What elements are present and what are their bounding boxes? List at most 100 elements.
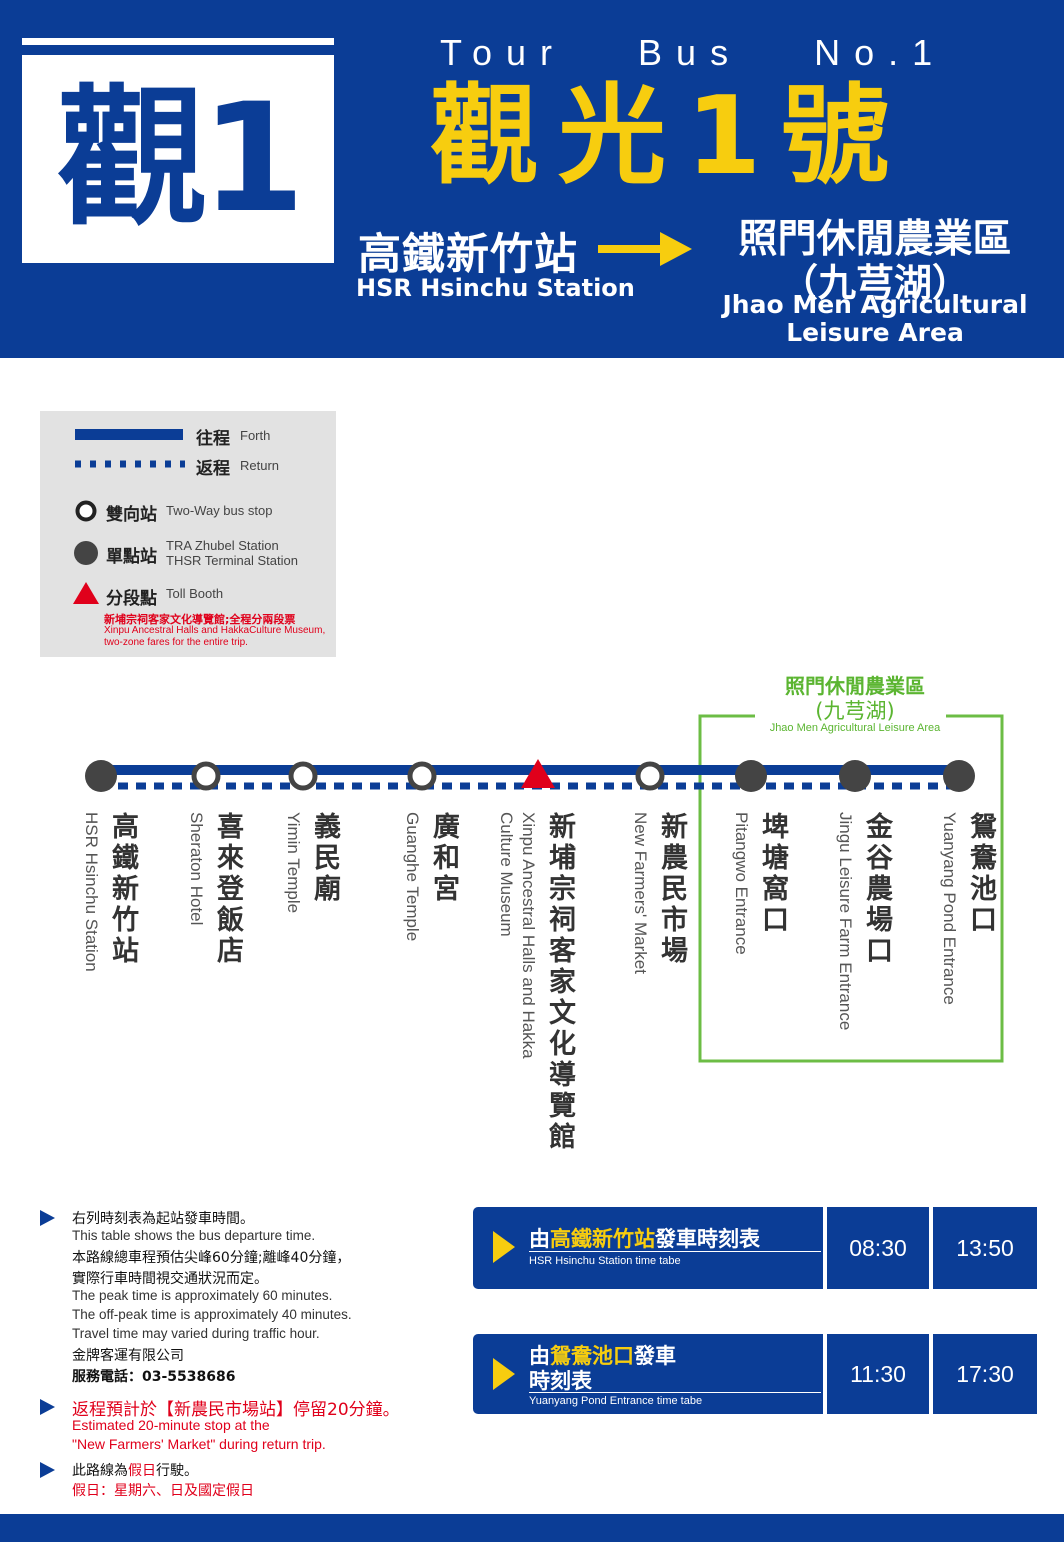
title-english: Tour Bus No.1 (440, 32, 947, 73)
legend-toll-note-en-2: two-zone fares for the entire trip. (104, 637, 248, 648)
timetable-time-cell: 17:30 (933, 1334, 1037, 1414)
note-return-stop-en-2: "New Farmers' Market" during return trip… (72, 1436, 326, 1452)
note-duration-en-1: The peak time is approximately 60 minute… (72, 1288, 333, 1303)
note-holiday-c: 行駛。 (156, 1463, 198, 1479)
filled-circle-icon (74, 541, 98, 565)
header-rule (22, 38, 334, 45)
footer-bar (0, 1514, 1064, 1542)
stop-markers (85, 759, 975, 792)
timetable-title-yuanyang-b: 發車 (634, 1344, 676, 1368)
arrow-right-icon (598, 232, 692, 266)
origin-name-zh: 高鐵新竹站 (358, 230, 578, 280)
timetable-title-yuanyang: 由鴛鴦池口發車 (529, 1340, 676, 1370)
stop-name-en: New Farmers' Market (631, 812, 650, 974)
two-way-stop-marker (407, 761, 437, 791)
stop-name-en: HSR Hsinchu Station (82, 812, 101, 972)
stop-name-en: Yuanyang Pond Entrance (940, 812, 959, 1005)
header-banner: 觀1 Tour Bus No.1 觀光1號 高鐵新竹站 HSR Hsinchu … (0, 0, 1064, 358)
legend-toll-note-zh: 新埔宗祠客家文化導覽館;全程分兩段票 (104, 613, 296, 626)
route-badge: 觀1 (22, 55, 334, 263)
legend-single-en-2: THSR Terminal Station (166, 553, 298, 568)
origin-name-en: HSR Hsinchu Station (356, 274, 635, 302)
single-stop-marker (735, 760, 767, 792)
stop-name-zh: 高鐵新竹站 (107, 812, 138, 967)
legend-single-en-1: TRA Zhubel Station (166, 538, 279, 553)
stop-name-en: Jingu Leisure Farm Entrance (836, 812, 855, 1031)
timetable-title-hsr-b: 發車時刻表 (655, 1227, 760, 1251)
timetable-time-cell: 11:30 (827, 1334, 929, 1414)
timetable-time-cell: 08:30 (827, 1207, 929, 1289)
red-triangle-icon (73, 582, 99, 604)
destination-name-en-2: Leisure Area (786, 318, 964, 347)
legend-return-en: Return (240, 458, 280, 473)
legend-single-zh: 單點站 (106, 547, 157, 567)
forth-line-icon (75, 429, 183, 440)
route-map (85, 714, 1004, 1063)
note-duration-en-3: Travel time may varied during traffic ho… (72, 1326, 320, 1341)
timetable-title-hsr-a: 由 (529, 1227, 550, 1251)
service-phone: 服務電話：03-5538686 (72, 1369, 236, 1385)
stop-name-zh: 義民廟 (309, 812, 340, 905)
two-way-stop-marker (635, 761, 665, 791)
timetable-time-cell: 13:50 (933, 1207, 1037, 1289)
stop-name-zh: 新農民市場 (656, 812, 687, 967)
timetable-title-yuanyang-hl: 鴛鴦池口 (550, 1344, 634, 1368)
stop-name-en: Pitangwo Entrance (732, 812, 751, 955)
note-holiday-a: 此路線為 (72, 1463, 128, 1479)
legend-twoway-zh: 雙向站 (106, 505, 157, 525)
open-circle-icon (75, 500, 97, 522)
single-stop-marker (839, 760, 871, 792)
yellow-triangle-icon (493, 1231, 515, 1263)
stop-name-zh: 廣和宮 (428, 812, 459, 905)
return-dashed-line-icon (75, 460, 185, 468)
legend-toll-en: Toll Booth (166, 586, 224, 601)
area-label-en: Jhao Men Agricultural Leisure Area (769, 722, 941, 734)
note-return-stop-zh: 返程預計於【新農民市場站】停留20分鐘。 (72, 1400, 400, 1420)
legend-twoway-en: Two-Way bus stop (166, 503, 273, 518)
timetable-header-yuanyang: 由鴛鴦池口發車 時刻表 Yuanyang Pond Entrance time … (473, 1334, 823, 1414)
destination-alias-zh: （九芎湖） (779, 261, 970, 305)
note-return-stop-en-1: Estimated 20-minute stop at the (72, 1417, 270, 1433)
stop-name-en: Yimin Temple (284, 812, 303, 914)
legend-return-zh: 返程 (196, 459, 230, 479)
stop-name-zh: 埤塘窩口 (757, 812, 788, 936)
legend-toll-zh: 分段點 (106, 589, 157, 609)
stop-name-zh: 新埔宗祠客家文化導覽館 (544, 812, 575, 1153)
single-stop-marker (943, 760, 975, 792)
note-holiday-b: 假日 (128, 1463, 156, 1479)
note-departure-zh: 右列時刻表為起站發車時間。 (72, 1211, 254, 1227)
timetable-sub-hsr: HSR Hsinchu Station time tabe (529, 1255, 681, 1267)
timetable-title-yuanyang-2: 時刻表 (529, 1369, 592, 1393)
note-duration-zh-2: 實際行車時間視交通狀況而定。 (72, 1271, 268, 1287)
toll-booth-triangle-icon (521, 759, 555, 788)
two-way-stop-marker (288, 761, 318, 791)
stop-name-en: Sheraton Hotel (187, 812, 206, 926)
stop-name-zh: 鴛鴦池口 (965, 812, 996, 936)
timetable-divider (529, 1392, 821, 1393)
bullet-triangle-icon (40, 1462, 55, 1478)
legend-toll-note-en-1: Xinpu Ancestral Halls and HakkaCulture M… (104, 625, 326, 636)
timetable-title-hsr: 由高鐵新竹站發車時刻表 (529, 1223, 760, 1253)
stop-name-en: Xinpu Ancestral Halls and Hakka (519, 812, 538, 1059)
operator-name: 金牌客運有限公司 (72, 1348, 184, 1364)
destination-name-zh: 照門休閒農業區 (738, 217, 1012, 262)
legend-forth-zh: 往程 (196, 429, 230, 449)
area-label-alias: (九芎湖) (815, 699, 895, 723)
stop-name-en-2: Culture Museum (497, 812, 516, 937)
legend-forth-en: Forth (240, 428, 271, 443)
note-holiday: 此路線為假日行駛。 (72, 1460, 198, 1480)
note-holiday-definition: 假日：星期六、日及國定假日 (72, 1483, 254, 1499)
stop-name-zh: 喜來登飯店 (212, 812, 243, 967)
timetable-sub-yuanyang: Yuanyang Pond Entrance time tabe (529, 1395, 703, 1407)
title-chinese: 觀光1號 (430, 74, 910, 199)
note-duration-zh-1: 本路線總車程預估尖峰60分鐘;離峰40分鐘， (72, 1250, 351, 1266)
note-departure-en: This table shows the bus departure time. (72, 1228, 316, 1243)
forth-line (100, 765, 960, 775)
route-badge-text: 觀1 (56, 72, 305, 246)
area-label-zh: 照門休閒農業區 (785, 674, 925, 698)
destination-name-en-1: Jhao Men Agricultural (722, 290, 1028, 319)
stop-name-zh: 金谷農場口 (861, 812, 892, 967)
stop-name-en: Guanghe Temple (403, 812, 422, 942)
timetable-title-yuanyang-a: 由 (529, 1344, 550, 1368)
single-stop-marker (85, 760, 117, 792)
